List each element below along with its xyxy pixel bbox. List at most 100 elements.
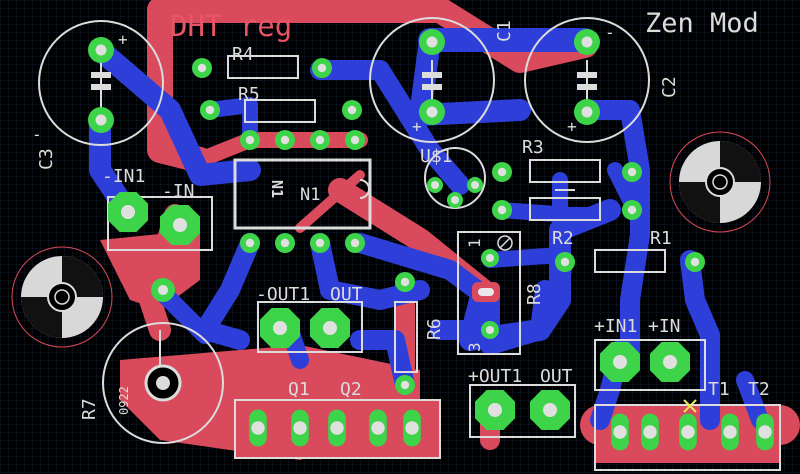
q-pad-4 [369, 409, 387, 447]
r2-pad-2 [622, 200, 642, 220]
c3-minus: - [32, 125, 42, 144]
c1-plus: + [412, 117, 422, 136]
out-pos-header [469, 384, 576, 438]
label-pin3: 3 [465, 342, 484, 352]
in-neg-pad-1 [108, 192, 148, 232]
labels-layer: DHT reg Zen Mod R4 R5 R3 R2 R1 R6 R7 R8 … [32, 8, 770, 420]
label-c2: C2 [659, 76, 680, 98]
r4-pad-1 [192, 58, 212, 78]
r8-pad-1 [481, 249, 499, 267]
r5-pad-2 [342, 100, 362, 120]
c3-plus: + [118, 30, 128, 49]
r1-body [594, 249, 666, 273]
n1-pad-top-4 [345, 130, 365, 150]
r6-pad-2 [395, 375, 415, 395]
t-header [594, 404, 781, 471]
c2-minus: - [605, 23, 615, 42]
pads-layer [88, 29, 774, 451]
t-pad-4 [721, 413, 739, 451]
r5-body [244, 99, 316, 123]
c2-pad-2 [574, 99, 600, 125]
n1-pad-bot-2 [275, 233, 295, 253]
label-pin1: 1 [465, 238, 484, 248]
in-neg-pad-2 [160, 205, 200, 245]
n1-pad-top-1 [240, 130, 260, 150]
in-pos-pad-1 [600, 342, 640, 382]
in-pos-pad-2 [650, 342, 690, 382]
label-out-pos-2: OUT [540, 366, 573, 387]
r2-body [529, 197, 601, 221]
r4-body [227, 55, 299, 79]
label-n1: N1 [300, 185, 320, 205]
out-neg-pad-1 [260, 308, 300, 348]
label-n1-vertical: N1 [268, 180, 286, 198]
u1-pad-3 [467, 177, 483, 193]
r8-outline [457, 231, 521, 355]
r8-pad-3 [481, 321, 499, 339]
r3-pad-1 [492, 162, 512, 182]
r1-pad-2 [685, 252, 705, 272]
out-neg-header [257, 301, 363, 353]
t-pad-3 [679, 413, 697, 451]
r1-pad-1 [555, 252, 575, 272]
label-r1: R1 [650, 228, 672, 249]
n1-notch [359, 179, 370, 199]
label-r6: R6 [424, 318, 445, 340]
label-r5: R5 [238, 84, 260, 105]
u1-pad-2 [447, 192, 463, 208]
q-header [234, 399, 441, 459]
c3-pad-minus [88, 107, 114, 133]
c1-pad-1 [419, 29, 445, 55]
label-c3: C3 [36, 148, 57, 170]
label-in-pos-2: +IN [648, 316, 681, 337]
c2-pad-1 [574, 29, 600, 55]
r8-adjuster [497, 235, 513, 251]
r3-body [529, 159, 601, 183]
label-r3: R3 [522, 137, 544, 158]
capacitor-polarity-marks [91, 72, 597, 90]
label-u1: U$1 [420, 146, 453, 167]
u1-pad-1 [427, 177, 443, 193]
n1-pad-bot-1 [240, 233, 260, 253]
r3-pad-2 [622, 162, 642, 182]
r5-pad-1 [200, 100, 220, 120]
c1-outline [369, 17, 495, 143]
q-pad-3 [328, 409, 346, 447]
bottom-copper-layer [89, 28, 769, 430]
q-pad-2 [291, 409, 309, 447]
t-pad-1 [611, 413, 629, 451]
n1-pad-bot-3 [310, 233, 330, 253]
label-r7-value: 0922 [117, 386, 131, 415]
label-r7: R7 [79, 398, 100, 420]
out-neg-pad-2 [310, 308, 350, 348]
board-title: DHT reg [170, 9, 292, 43]
label-r2: R2 [552, 228, 574, 249]
c2-outline [524, 17, 650, 143]
n1-pad-top-2 [275, 130, 295, 150]
q-pad-5 [403, 409, 421, 447]
c3-pad-plus [88, 37, 114, 63]
in-neg-header [107, 196, 213, 251]
r7-wiper-pad [144, 364, 182, 402]
n1-pad-top-3 [310, 130, 330, 150]
label-q2: Q2 [340, 379, 362, 400]
pot-wiper-hole [478, 288, 494, 296]
r6-body [394, 301, 418, 373]
label-in-pos: +IN1 [594, 316, 637, 337]
r7-outline [102, 322, 224, 444]
pad-marker-x [683, 399, 697, 413]
label-q1: Q1 [288, 379, 310, 400]
label-t2: T2 [748, 379, 770, 400]
label-c1: C1 [494, 20, 515, 42]
silkscreen-outlines [38, 17, 781, 471]
label-out-pos: +OUT1 [468, 366, 522, 387]
out-pos-pad-1 [475, 390, 515, 430]
label-in-neg-2: -IN [162, 181, 195, 202]
r2-pad-1 [492, 200, 512, 220]
out-pos-pad-2 [530, 390, 570, 430]
label-t1: T1 [708, 379, 730, 400]
c1-pad-2 [419, 99, 445, 125]
in-pos-header [594, 339, 706, 391]
label-r8: R8 [524, 283, 545, 305]
